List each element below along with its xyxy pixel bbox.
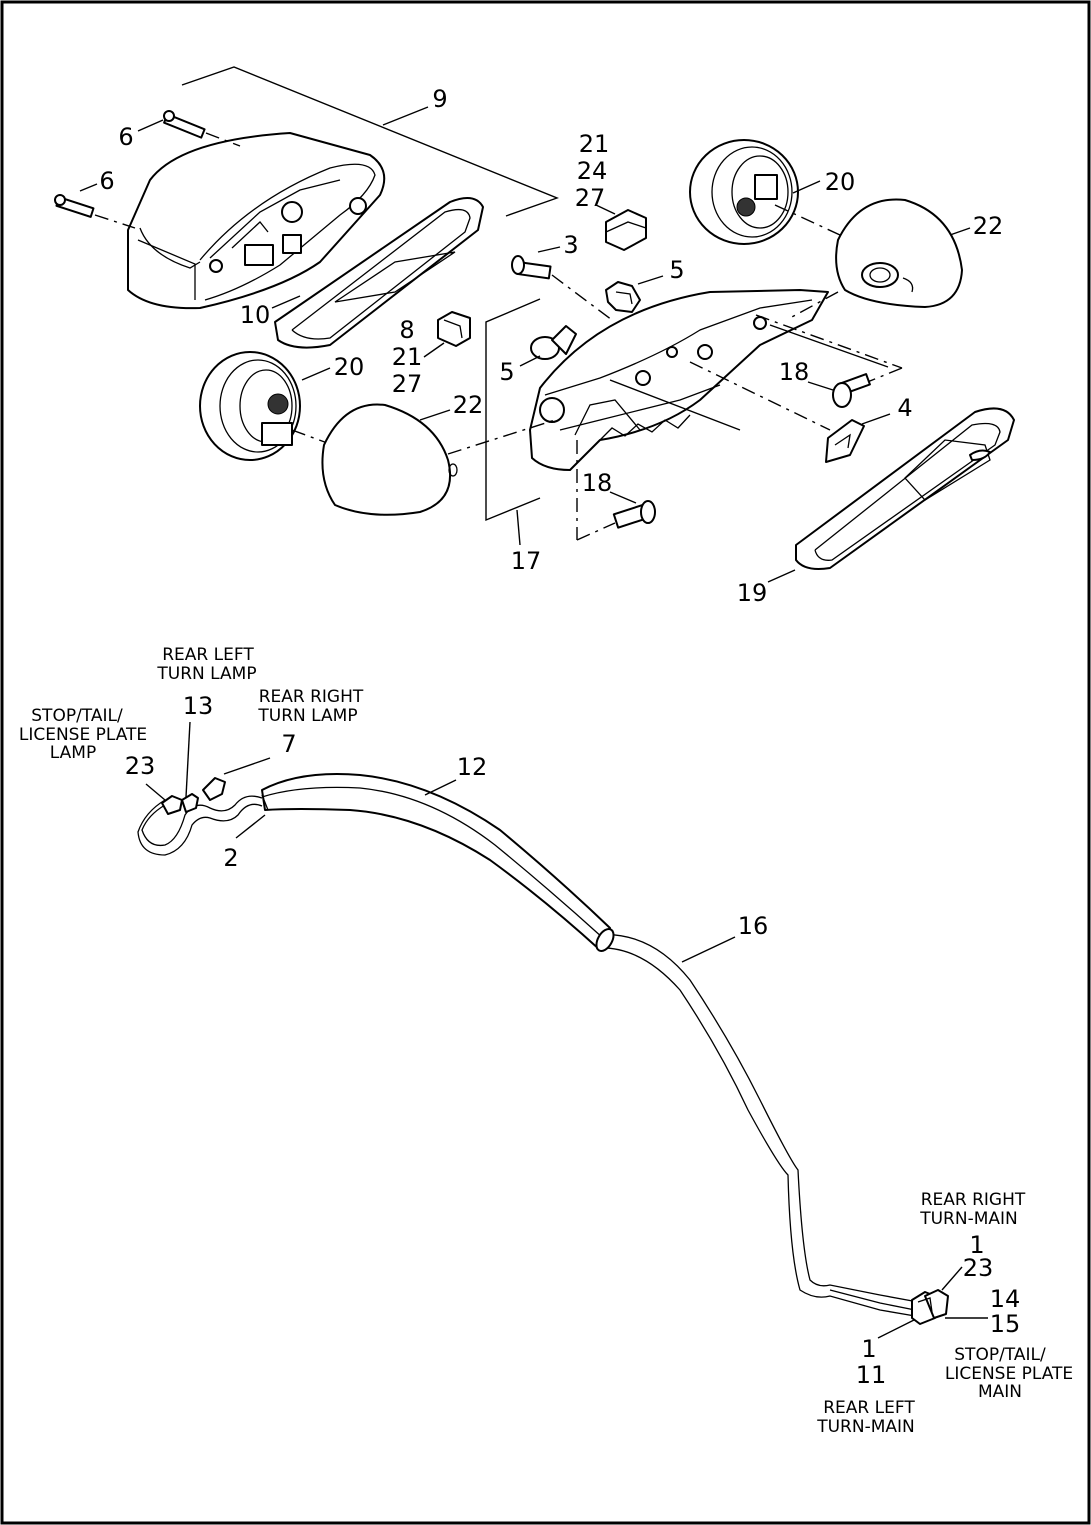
harness-lamp-end xyxy=(137,721,271,856)
callout-12: 12 xyxy=(457,753,488,781)
turn-lamp-left xyxy=(199,351,331,461)
bracket-9 xyxy=(181,66,559,217)
gasket-10 xyxy=(271,197,484,349)
callout-14: 14 xyxy=(990,1285,1021,1313)
pin-18-lower xyxy=(609,491,656,529)
callout-6: 6 xyxy=(118,123,133,151)
leader-9 xyxy=(382,106,429,126)
label-rear-left-turn-main-1: REAR LEFT xyxy=(823,1398,915,1418)
labels: REAR LEFT TURN LAMP REAR RIGHT TURN LAMP… xyxy=(19,645,1073,1437)
label-stop-tail-main-1: STOP/TAIL/ xyxy=(954,1345,1046,1365)
tail-lamp-housing xyxy=(127,132,386,310)
tail-bracket xyxy=(529,289,889,471)
callout-18: 18 xyxy=(582,469,613,497)
callouts: 9 6 6 10 21 24 27 3 5 20 22 8 21 27 5 20… xyxy=(99,85,1020,1389)
callout-1: 1 xyxy=(969,1231,984,1259)
label-stop-tail-lamp-3: LAMP xyxy=(50,743,96,763)
guide-lens-right xyxy=(789,291,839,319)
gasket-19 xyxy=(767,407,1015,583)
callout-7: 7 xyxy=(281,730,296,758)
bolt-18-upper xyxy=(807,373,871,408)
callout-20: 20 xyxy=(334,353,365,381)
leader-17 xyxy=(516,509,521,546)
callout-21: 21 xyxy=(392,343,423,371)
callout-22: 22 xyxy=(453,391,484,419)
guide-pin xyxy=(576,522,616,541)
connector-lower xyxy=(423,311,471,358)
bulb-socket-lower xyxy=(519,325,577,367)
guide-nut xyxy=(689,361,831,431)
conduit-12 xyxy=(261,773,615,952)
bracket-17 xyxy=(485,298,541,522)
harness-main-end xyxy=(877,1266,988,1339)
callout-27: 27 xyxy=(392,370,423,398)
callout-8: 8 xyxy=(399,316,414,344)
callout-23: 23 xyxy=(963,1254,994,1282)
callout-23: 23 xyxy=(125,752,156,780)
turn-lens-left xyxy=(321,403,458,516)
callout-16: 16 xyxy=(738,912,769,940)
callout-1: 1 xyxy=(861,1335,876,1363)
callout-10: 10 xyxy=(240,301,271,329)
callout-27: 27 xyxy=(575,184,606,212)
label-rear-right-turn-main-2: TURN-MAIN xyxy=(919,1209,1018,1229)
callout-20: 20 xyxy=(825,168,856,196)
label-rear-left-turn-lamp-1: REAR LEFT xyxy=(162,645,254,665)
label-stop-tail-lamp-1: STOP/TAIL/ xyxy=(31,706,123,726)
callout-21: 21 xyxy=(579,130,610,158)
callout-22: 22 xyxy=(973,212,1004,240)
label-rear-left-turn-lamp-2: TURN LAMP xyxy=(156,664,256,684)
screw-6-upper xyxy=(137,110,241,147)
guide-lens-left xyxy=(447,419,556,455)
label-rear-right-turn-main-1: REAR RIGHT xyxy=(921,1190,1026,1210)
label-rear-left-turn-main-2: TURN-MAIN xyxy=(816,1417,915,1437)
bulb-socket-upper xyxy=(605,275,664,313)
callout-11: 11 xyxy=(856,1361,887,1389)
guide-upper-right xyxy=(755,314,903,369)
callout-24: 24 xyxy=(577,157,608,185)
screw-6-lower xyxy=(54,183,136,229)
callout-5: 5 xyxy=(499,358,514,386)
callout-18: 18 xyxy=(779,358,810,386)
connector-upper xyxy=(595,204,647,251)
label-stop-tail-main-3: MAIN xyxy=(978,1382,1022,1402)
screw-3 xyxy=(511,246,613,321)
turn-lens-right xyxy=(835,198,971,308)
callout-15: 15 xyxy=(990,1310,1021,1338)
label-stop-tail-lamp-2: LICENSE PLATE xyxy=(19,725,147,745)
label-rear-right-turn-lamp-1: REAR RIGHT xyxy=(259,687,364,707)
label-rear-right-turn-lamp-2: TURN LAMP xyxy=(257,706,357,726)
callout-13: 13 xyxy=(183,692,214,720)
callout-2: 2 xyxy=(223,844,238,872)
harness-16 xyxy=(595,933,919,1317)
turn-lamp-right xyxy=(689,139,841,245)
callout-5: 5 xyxy=(669,256,684,284)
label-stop-tail-main-2: LICENSE PLATE xyxy=(945,1364,1073,1384)
callout-17: 17 xyxy=(511,547,542,575)
callout-4: 4 xyxy=(897,394,912,422)
callout-3: 3 xyxy=(563,231,578,259)
callout-6: 6 xyxy=(99,167,114,195)
clip-nut-4 xyxy=(825,413,891,463)
callout-19: 19 xyxy=(737,579,768,607)
callout-9: 9 xyxy=(432,85,447,113)
